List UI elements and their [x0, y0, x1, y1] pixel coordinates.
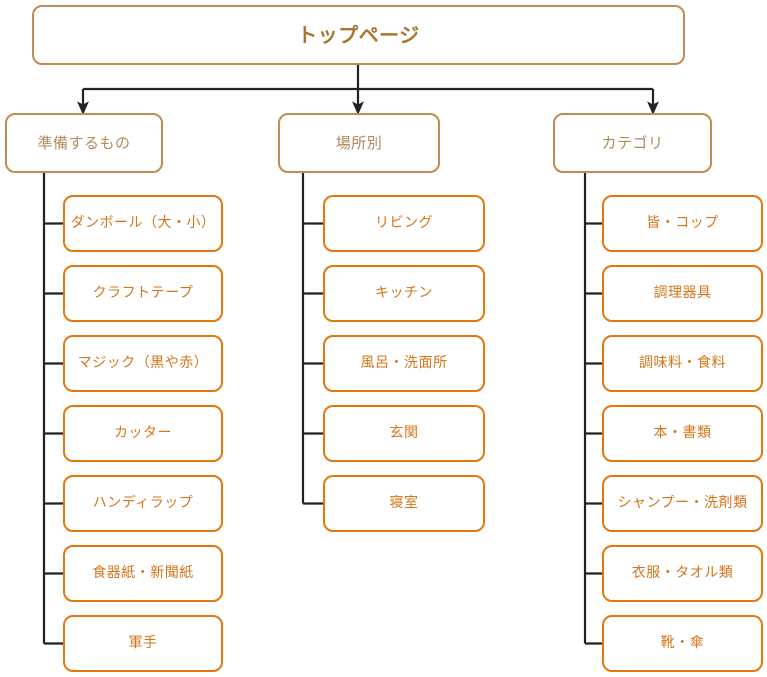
node-leaf-label: ダンボール（大・小） — [70, 215, 216, 232]
node-branch[interactable]: カテゴリ — [553, 113, 712, 173]
node-branch-label: 場所別 — [335, 134, 383, 152]
node-leaf[interactable]: 軍手 — [63, 615, 223, 672]
node-leaf-label: 風呂・洗面所 — [360, 355, 448, 372]
node-leaf-label: 食器紙・新聞紙 — [92, 565, 194, 582]
node-leaf[interactable]: 調理器具 — [602, 265, 763, 322]
node-leaf[interactable]: 寝室 — [323, 475, 485, 532]
node-branch[interactable]: 準備するもの — [5, 113, 163, 173]
node-branch-label: カテゴリ — [601, 134, 664, 152]
node-leaf-label: ハンディラップ — [92, 495, 194, 512]
node-leaf[interactable]: マジック（黒や赤） — [63, 335, 223, 392]
node-leaf[interactable]: ダンボール（大・小） — [63, 195, 223, 252]
node-leaf[interactable]: シャンプー・洗剤類 — [602, 475, 763, 532]
node-leaf-label: シャンプー・洗剤類 — [617, 495, 748, 512]
node-leaf-label: 靴・傘 — [660, 635, 705, 652]
node-leaf-label: キッチン — [375, 285, 433, 302]
node-leaf[interactable]: クラフトテープ — [63, 265, 223, 322]
node-leaf-label: カッター — [114, 425, 172, 442]
node-leaf-label: クラフトテープ — [92, 285, 194, 302]
node-leaf[interactable]: 調味料・食料 — [602, 335, 763, 392]
node-leaf-label: マジック（黒や赤） — [77, 355, 209, 372]
node-leaf[interactable]: 皆・コップ — [602, 195, 763, 252]
node-leaf[interactable]: 本・書類 — [602, 405, 763, 462]
node-leaf-label: 軍手 — [128, 635, 158, 652]
node-leaf[interactable]: 食器紙・新聞紙 — [63, 545, 223, 602]
node-leaf[interactable]: カッター — [63, 405, 223, 462]
root-connectors — [77, 65, 659, 116]
node-leaf[interactable]: 玄関 — [323, 405, 485, 462]
node-leaf[interactable]: 靴・傘 — [602, 615, 763, 672]
node-leaf-label: 調味料・食料 — [639, 355, 726, 372]
node-leaf[interactable]: 風呂・洗面所 — [323, 335, 485, 392]
node-leaf[interactable]: キッチン — [323, 265, 485, 322]
node-leaf-label: 寝室 — [389, 495, 419, 512]
node-branch[interactable]: 場所別 — [278, 113, 440, 173]
node-leaf-label: 玄関 — [389, 425, 419, 442]
node-leaf-label: リビング — [375, 215, 433, 232]
node-leaf-label: 本・書類 — [653, 425, 712, 442]
node-root[interactable]: トップページ — [32, 5, 685, 65]
node-leaf[interactable]: 衣服・タオル類 — [602, 545, 763, 602]
node-leaf[interactable]: リビング — [323, 195, 485, 252]
node-leaf-label: 衣服・タオル類 — [631, 565, 734, 582]
node-root-label: トップページ — [297, 23, 420, 47]
node-leaf[interactable]: ハンディラップ — [63, 475, 223, 532]
node-leaf-label: 調理器具 — [653, 285, 712, 302]
node-branch-label: 準備するもの — [37, 134, 131, 152]
node-leaf-label: 皆・コップ — [646, 215, 719, 232]
